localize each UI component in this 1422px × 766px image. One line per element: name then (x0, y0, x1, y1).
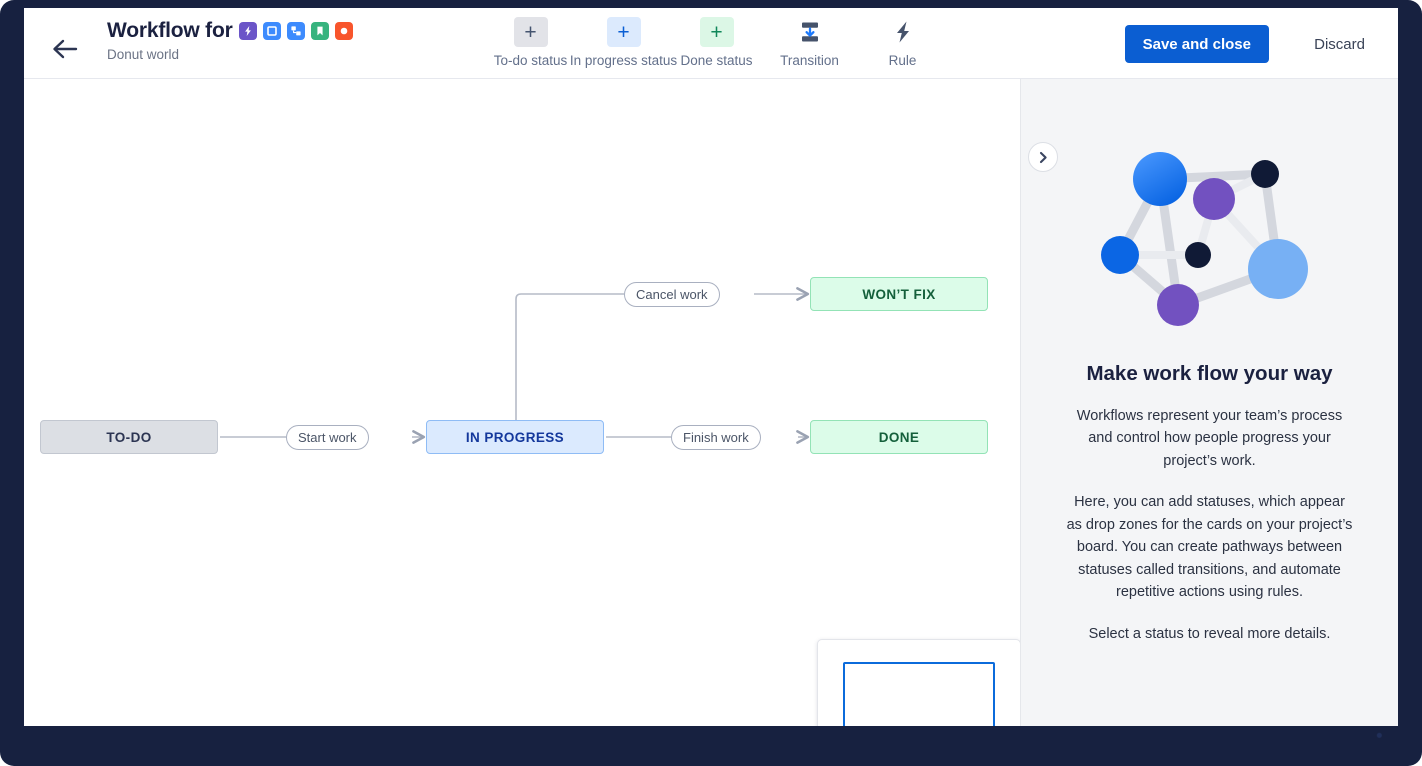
panel-paragraph-3: Select a status to reveal more details. (1088, 625, 1331, 642)
status-node-label: IN PROGRESS (465, 429, 565, 445)
transition-label-finish-work[interactable]: Finish work (671, 425, 761, 450)
workflow-editor-app: Workflow for (24, 8, 1398, 726)
status-node-label: WON’T FIX (862, 286, 936, 302)
collapse-panel-button[interactable] (1028, 142, 1058, 172)
add-todo-status-button[interactable]: + To-do status (484, 17, 577, 68)
page-title: Workflow for (107, 19, 353, 43)
status-node-wont-fix[interactable]: WON’T FIX (810, 277, 988, 311)
save-and-close-button[interactable]: Save and close (1124, 25, 1269, 63)
rule-bolt-icon (886, 17, 920, 47)
discard-button[interactable]: Discard (1308, 25, 1371, 63)
transition-label-cancel-work[interactable]: Cancel work (624, 282, 720, 307)
workflow-canvas[interactable]: TO-DO IN PROGRESS DONE WON’T FIX Start w… (24, 79, 1020, 726)
toolbar-label: Transition (780, 53, 839, 68)
app-header: Workflow for (24, 8, 1398, 79)
workflow-edges (220, 287, 810, 444)
status-node-label: DONE (878, 429, 920, 445)
plus-icon: + (699, 17, 734, 47)
page-title-text: Workflow for (107, 19, 233, 42)
toolbar: + To-do status + In progress status + Do… (484, 17, 949, 68)
epic-issue-type-icon[interactable] (238, 22, 257, 40)
transition-icon (793, 17, 827, 47)
panel-title: Make work flow your way (1086, 362, 1333, 385)
bug-issue-type-icon[interactable] (334, 22, 353, 40)
plus-icon: + (513, 17, 548, 47)
story-issue-type-icon[interactable] (262, 22, 281, 40)
task-issue-type-icon[interactable] (310, 22, 329, 40)
add-done-status-button[interactable]: + Done status (670, 17, 763, 68)
status-node-in-progress[interactable]: IN PROGRESS (426, 420, 604, 454)
add-rule-button[interactable]: Rule (856, 17, 949, 68)
back-arrow-icon[interactable] (51, 38, 79, 60)
add-in-progress-status-button[interactable]: + In progress status (570, 17, 677, 68)
chevron-right-icon (1039, 151, 1047, 163)
transition-label-start-work[interactable]: Start work (286, 425, 369, 450)
subtask-issue-type-icon[interactable] (286, 22, 305, 40)
info-panel: Make work flow your way Workflows repres… (1020, 79, 1398, 726)
panel-paragraph-1: Workflows represent your team’s process … (1076, 408, 1343, 469)
minimap-viewport-rect[interactable] (843, 662, 995, 726)
add-transition-button[interactable]: Transition (763, 17, 856, 68)
status-node-done[interactable]: DONE (810, 420, 988, 454)
minimap-panel[interactable] (817, 639, 1020, 726)
project-subtitle: Donut world (107, 47, 180, 62)
status-node-label: TO-DO (106, 429, 152, 445)
toolbar-label: To-do status (493, 53, 568, 68)
status-node-todo[interactable]: TO-DO (40, 420, 218, 454)
toolbar-label: In progress status (569, 53, 678, 68)
toolbar-label: Rule (888, 53, 917, 68)
title-block: Workflow for (107, 19, 353, 62)
transition-label-text: Cancel work (636, 287, 708, 302)
transition-label-text: Start work (298, 430, 357, 445)
panel-paragraph-2: Here, you can add statuses, which appear… (1066, 494, 1353, 601)
toolbar-label: Done status (680, 53, 753, 68)
plus-icon: + (606, 17, 641, 47)
transition-label-text: Finish work (683, 430, 749, 445)
network-nodes-illustration (1100, 152, 1308, 326)
